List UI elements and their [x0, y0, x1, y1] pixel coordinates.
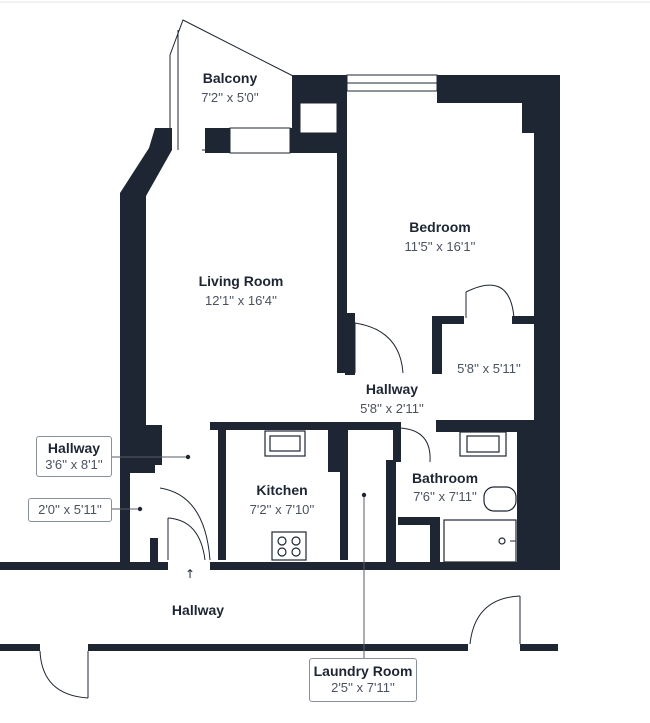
room-name: Bedroom: [409, 219, 470, 235]
room-label-bedroom: Bedroom 11'5'' x 16'1'': [404, 219, 475, 254]
room-dims: 3'6'' x 8'1'': [45, 457, 103, 472]
fixtures: [264, 430, 517, 563]
label-box-laundry-room: Laundry Room 2'5'' x 7'11'': [309, 658, 417, 702]
room-dims: 7'2'' x 7'10'': [250, 502, 315, 517]
room-label-kitchen: Kitchen 7'2'' x 7'10'': [250, 482, 315, 517]
stove: [271, 531, 307, 561]
svg-text:↑: ↑: [185, 567, 195, 581]
room-dims: 5'8'' x 2'11'': [360, 401, 424, 416]
room-label-corridor: Hallway: [172, 602, 224, 618]
balcony-railing: [169, 19, 296, 150]
room-label-bathroom: Bathroom 7'6'' x 7'11'': [412, 470, 478, 504]
room-name: Bathroom: [412, 470, 478, 486]
room-name: Living Room: [199, 273, 284, 289]
room-dims: 11'5'' x 16'1'': [404, 239, 475, 254]
room-name: Hallway: [47, 440, 101, 456]
room-label-living-room: Living Room 12'1'' x 16'4'': [199, 273, 284, 308]
room-label-balcony: Balcony 7'2'' x 5'0'': [201, 70, 259, 105]
room-dims: 7'2'' x 5'0'': [201, 90, 259, 105]
label-box-entry-closet: 2'0'' x 5'11'': [28, 498, 112, 522]
room-label-closet: 5'8'' x 5'11'': [457, 361, 521, 376]
label-leaders: ↑: [112, 454, 367, 658]
toilet: [483, 486, 517, 512]
room-name: Laundry Room: [313, 663, 413, 679]
room-dims: 2'5'' x 7'11'': [331, 680, 395, 695]
room-name: Hallway: [366, 381, 418, 397]
room-dims: 7'6'' x 7'11'': [413, 489, 477, 504]
label-box-hallway-entry: Hallway 3'6'' x 8'1'': [36, 436, 112, 477]
doors: [39, 284, 521, 699]
room-name: Balcony: [203, 70, 258, 86]
room-dims: 2'0'' x 5'11'': [38, 502, 102, 517]
windows: [202, 74, 438, 154]
room-name: Kitchen: [256, 482, 307, 498]
room-dims: 12'1'' x 16'4'': [205, 293, 277, 308]
room-dims: 5'8'' x 5'11'': [457, 361, 521, 376]
room-label-hallway-mid: Hallway 5'8'' x 2'11'': [360, 381, 424, 416]
room-name: Hallway: [172, 602, 224, 618]
